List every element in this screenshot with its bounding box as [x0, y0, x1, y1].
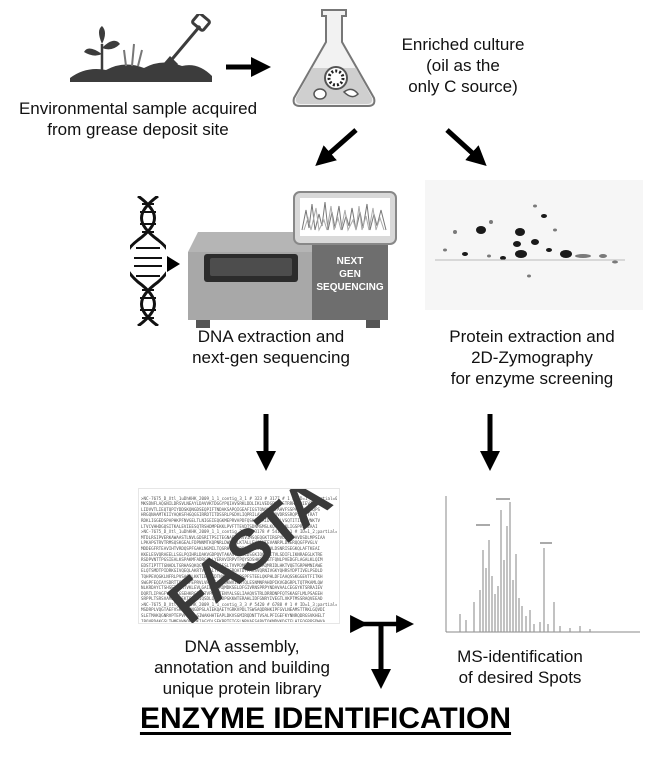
- arrow-culture-to-protein: [445, 128, 487, 167]
- label-environmental-sample: Environmental sample acquired from greas…: [18, 99, 258, 139]
- dna-pointer-icon: [167, 256, 180, 272]
- label-dna-extraction: DNA extraction and next-gen sequencing: [192, 327, 350, 367]
- label-dna-assembly: DNA assembly, annotation and building un…: [154, 637, 330, 698]
- ms-spectrum-image: [445, 496, 640, 633]
- plant-soil-shovel-icon: [70, 14, 212, 82]
- sequencer-label: NEXT GEN SEQUENCING: [316, 256, 384, 293]
- fasta-sequence-lines: >NC-7675_D_Xtl_1uDhKHK_2009_1_1_contig_3…: [141, 495, 337, 622]
- flask-culture-icon: [292, 9, 376, 107]
- zymogram-gel-image: [425, 180, 643, 310]
- label-ms-identification: MS-identification of desired Spots: [457, 647, 583, 687]
- enzyme-identification-title: ENZYME IDENTIFICATION: [139, 702, 512, 735]
- label-enriched-culture: Enriched culture (oil as the only C sour…: [401, 35, 525, 96]
- dna-helix-icon: [130, 196, 166, 326]
- sequencer-machine-icon: [188, 191, 397, 328]
- fasta-file-image: >NC-7675_D_Xtl_1uDhKHK_2009_1_1_contig_3…: [138, 488, 340, 624]
- label-protein-extraction: Protein extraction and 2D-Zymography for…: [449, 327, 615, 388]
- arrow-culture-to-dna: [315, 128, 358, 166]
